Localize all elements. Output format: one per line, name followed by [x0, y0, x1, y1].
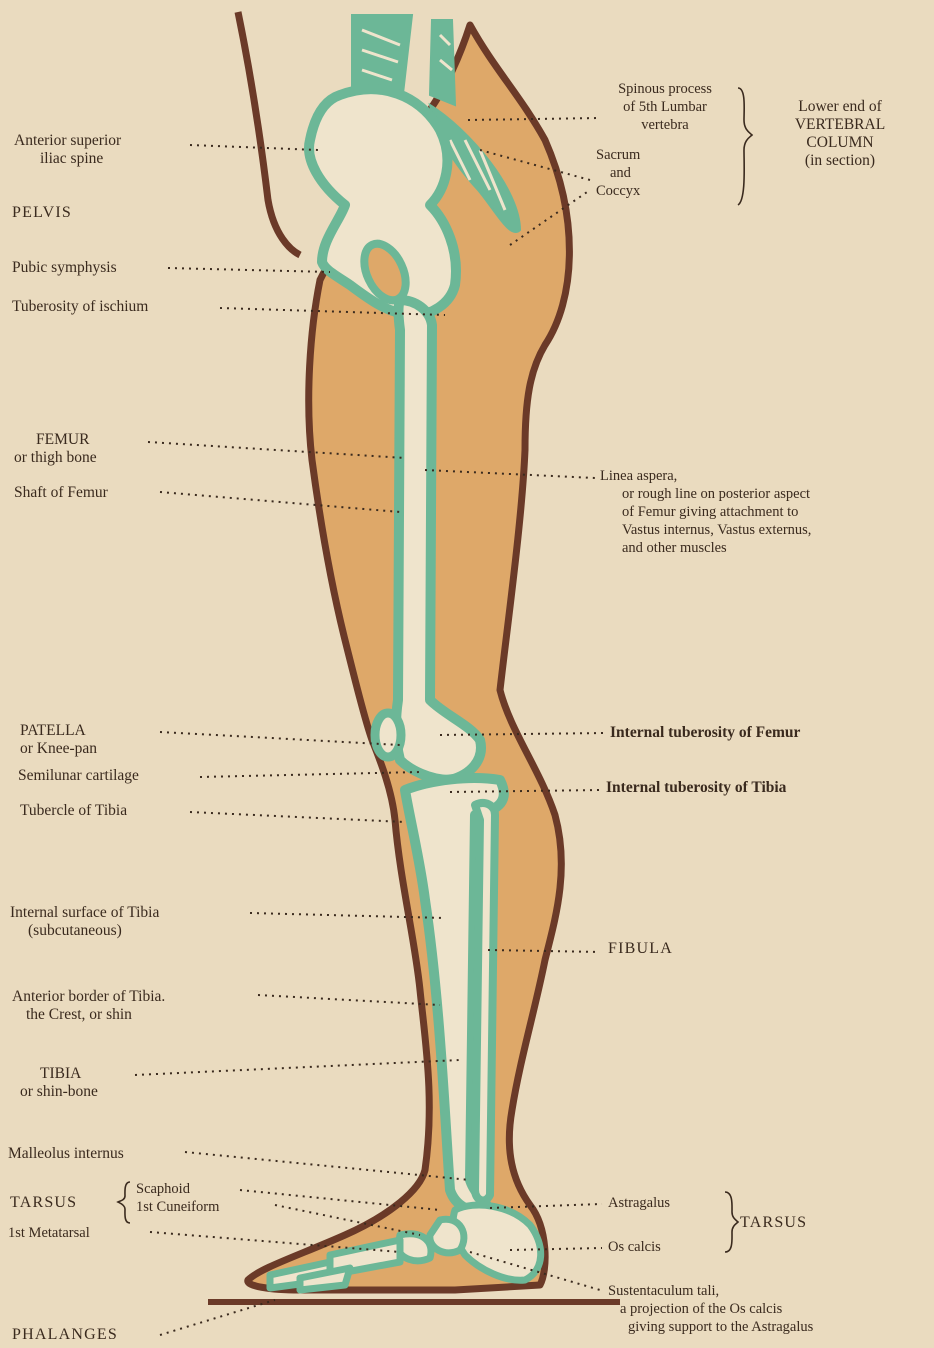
label-lower-end-line3: COLUMN — [760, 134, 920, 152]
label-internal-surface-tibia: Internal surface of Tibia (subcutaneous) — [10, 904, 159, 940]
label-spinous-line1: Spinous process — [590, 80, 740, 98]
fibula-bone — [475, 803, 495, 1200]
label-tubercle-tibia: Tubercle of Tibia — [20, 802, 127, 820]
label-sustentaculum-line3: giving support to the Astragalus — [608, 1318, 813, 1336]
label-patella-group: PATELLA or Knee-pan — [20, 722, 97, 758]
label-tibia-group: TIBIA or shin-bone — [20, 1065, 98, 1101]
label-anterior-border-line1: Anterior border of Tibia. — [12, 988, 165, 1006]
label-linea-line1: Linea aspera, — [600, 467, 811, 485]
label-linea-line3: of Femur giving attachment to — [600, 503, 811, 521]
label-anterior-superior-line1: Anterior superior — [14, 132, 121, 150]
label-tibia: TIBIA — [20, 1065, 98, 1083]
label-femur-group: FEMUR or thigh bone — [14, 431, 97, 467]
label-linea-aspera: Linea aspera, or rough line on posterior… — [600, 467, 811, 557]
label-semilunar-cartilage: Semilunar cartilage — [18, 767, 139, 785]
label-tarsus-left: TARSUS — [10, 1194, 77, 1212]
label-tarsus-right: TARSUS — [740, 1214, 807, 1232]
label-internal-surface-line1: Internal surface of Tibia — [10, 904, 159, 922]
label-lower-end-line4: (in section) — [760, 152, 920, 170]
label-spinous-line2: of 5th Lumbar — [590, 98, 740, 116]
label-internal-tuberosity-femur: Internal tuberosity of Femur — [610, 724, 800, 742]
label-sacrum-coccyx: Sacrum and Coccyx — [596, 146, 640, 200]
label-coccyx: Coccyx — [596, 182, 640, 200]
label-internal-tuberosity-tibia: Internal tuberosity of Tibia — [606, 779, 786, 797]
label-patella: PATELLA — [20, 722, 97, 740]
label-internal-surface-line2: (subcutaneous) — [10, 922, 159, 940]
label-anterior-border-tibia: Anterior border of Tibia. the Crest, or … — [12, 988, 165, 1024]
label-spinous-process: Spinous process of 5th Lumbar vertebra — [590, 80, 740, 134]
label-scaphoid: Scaphoid — [136, 1180, 190, 1198]
label-tibia-sub: or shin-bone — [20, 1083, 98, 1101]
label-lower-end-vertebral-column: Lower end of VERTEBRAL COLUMN (in sectio… — [760, 98, 920, 170]
label-tuberosity-ischium: Tuberosity of ischium — [12, 298, 148, 316]
label-anterior-border-line2: the Crest, or shin — [12, 1006, 165, 1024]
label-sustentaculum-line2: a projection of the Os calcis — [608, 1300, 813, 1318]
label-femur-sub: or thigh bone — [14, 449, 97, 467]
label-linea-line4: Vastus internus, Vastus externus, — [600, 521, 811, 539]
label-and: and — [596, 164, 640, 182]
label-pelvis: PELVIS — [12, 204, 72, 222]
label-pubic-symphysis: Pubic symphysis — [12, 259, 117, 277]
label-spinous-line3: vertebra — [590, 116, 740, 134]
label-sustentaculum-line1: Sustentaculum tali, — [608, 1282, 813, 1300]
label-fibula: FIBULA — [608, 940, 673, 958]
label-os-calcis: Os calcis — [608, 1238, 661, 1256]
label-sacrum: Sacrum — [596, 146, 640, 164]
label-femur: FEMUR — [14, 431, 97, 449]
label-patella-sub: or Knee-pan — [20, 740, 97, 758]
patella-bone — [375, 713, 401, 757]
label-astragalus: Astragalus — [608, 1194, 670, 1212]
label-1st-metatarsal: 1st Metatarsal — [8, 1224, 90, 1242]
label-1st-cuneiform: 1st Cuneiform — [136, 1198, 219, 1216]
label-shaft-femur: Shaft of Femur — [14, 484, 108, 502]
label-anterior-superior-line2: iliac spine — [14, 150, 121, 168]
label-lower-end-line1: Lower end of — [760, 98, 920, 116]
label-malleolus-internus: Malleolus internus — [8, 1145, 124, 1163]
label-linea-line5: and other muscles — [600, 539, 811, 557]
label-phalanges: PHALANGES — [12, 1326, 118, 1344]
label-anterior-superior-iliac-spine: Anterior superior iliac spine — [14, 132, 121, 168]
abdomen-contour — [238, 12, 300, 255]
label-lower-end-line2: VERTEBRAL — [760, 116, 920, 134]
label-linea-line2: or rough line on posterior aspect — [600, 485, 811, 503]
label-sustentaculum-tali: Sustentaculum tali, a projection of the … — [608, 1282, 813, 1336]
